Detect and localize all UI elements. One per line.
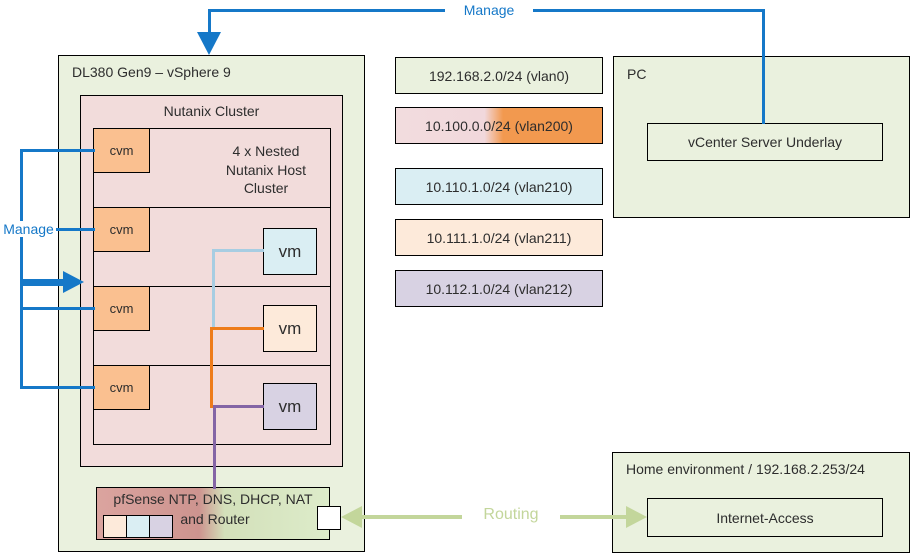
vm-link-vlan211-vertical <box>210 327 213 408</box>
cvm-label: cvm <box>109 301 134 316</box>
cvm-box: cvm <box>93 365 150 410</box>
manage-left-branch-cvm2 <box>20 228 95 231</box>
vlan-box-200: 10.100.0.0/24 (vlan200) <box>395 107 603 144</box>
home-title: Home environment / 192.168.2.253/24 <box>626 461 865 477</box>
manage-left-branch-cvm1 <box>20 149 95 152</box>
manage-left-branch-cvm3 <box>20 307 95 310</box>
pfsense-chip-vlan210 <box>126 515 150 538</box>
manage-arrowhead-right-icon <box>63 271 84 293</box>
pfsense-chip-vlan212 <box>149 515 173 538</box>
vlan-box-0: 192.168.2.0/24 (vlan0) <box>395 57 603 94</box>
manage-top-line-right-vertical <box>762 9 765 124</box>
vm-link-vlan210-vertical <box>212 249 215 330</box>
wan-port-box <box>317 506 341 530</box>
nested-hosts-label: 4 x Nested Nutanix Host Cluster <box>200 142 332 198</box>
manage-label-left: Manage <box>1 221 56 237</box>
internet-access-label: Internet-Access <box>716 509 814 526</box>
vm-link-vlan212-vertical <box>213 405 216 489</box>
vm-label: vm <box>278 396 302 416</box>
routing-label: Routing <box>462 506 560 524</box>
cvm-label: cvm <box>109 380 134 395</box>
manage-left-arrow-shaft <box>20 279 65 286</box>
cvm-label: cvm <box>109 143 134 158</box>
manage-left-branch-cvm4 <box>20 386 95 389</box>
vm-label: vm <box>278 318 302 338</box>
routing-arrowhead-left-icon <box>341 506 362 528</box>
vm-link-vlan210-horizontal <box>212 249 264 252</box>
manage-top-line-left-vertical <box>208 9 211 33</box>
pfsense-chip-vlan211 <box>103 515 127 538</box>
vlan-label: 10.112.1.0/24 (vlan212) <box>425 280 573 297</box>
vlan-label: 192.168.2.0/24 (vlan0) <box>428 67 570 84</box>
pfsense-label-line2: and Router <box>180 511 250 527</box>
vlan-box-210: 10.110.1.0/24 (vlan210) <box>395 168 603 205</box>
vlan-label: 10.110.1.0/24 (vlan210) <box>425 178 573 195</box>
nested-hosts-line: Cluster <box>243 180 289 196</box>
routing-arrowhead-right-icon <box>626 506 647 528</box>
manage-label-top: Manage <box>445 2 533 18</box>
vlan-box-212: 10.112.1.0/24 (vlan212) <box>395 270 603 307</box>
cvm-label: cvm <box>109 222 134 237</box>
server-title: DL380 Gen9 – vSphere 9 <box>72 64 231 80</box>
vm-box-vlan211: vm <box>263 305 317 352</box>
vlan-box-211: 10.111.1.0/24 (vlan211) <box>395 219 603 256</box>
vlan-label: 10.111.1.0/24 (vlan211) <box>426 229 572 246</box>
vcenter-server-label: vCenter Server Underlay <box>687 134 843 150</box>
internet-access-box: Internet-Access <box>647 498 883 537</box>
vm-box-vlan212: vm <box>263 383 317 430</box>
pfsense-label-line1: pfSense NTP, DNS, DHCP, NAT <box>113 491 313 507</box>
cvm-box: cvm <box>93 286 150 331</box>
cvm-box: cvm <box>93 207 150 252</box>
manage-left-line-vertical <box>20 149 23 389</box>
manage-arrowhead-down-icon <box>197 32 221 55</box>
vm-box-vlan210: vm <box>263 228 317 275</box>
vlan-label: 10.100.0.0/24 (vlan200) <box>425 117 573 134</box>
vm-label: vm <box>278 241 302 261</box>
cvm-box: cvm <box>93 128 150 173</box>
vcenter-server-box: vCenter Server Underlay <box>647 123 883 161</box>
nutanix-cluster-title: Nutanix Cluster <box>163 103 260 119</box>
nested-hosts-line: 4 x Nested <box>232 143 300 159</box>
vm-link-vlan211-horizontal <box>210 327 264 330</box>
nested-hosts-line: Nutanix Host <box>225 161 307 178</box>
pc-title: PC <box>627 66 647 82</box>
vm-link-vlan212-horizontal <box>213 405 264 408</box>
